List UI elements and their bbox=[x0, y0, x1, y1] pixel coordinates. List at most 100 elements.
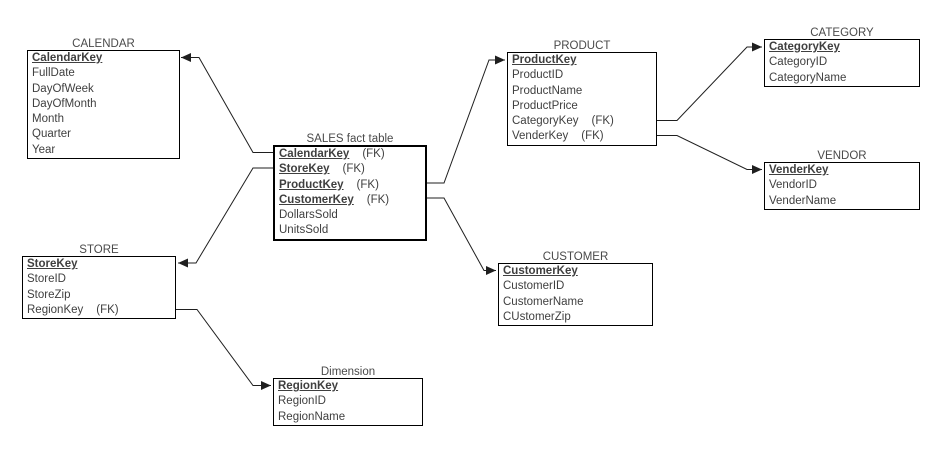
attribute-name: DollarsSold bbox=[279, 209, 338, 222]
attribute-row: StoreZip bbox=[23, 288, 175, 303]
connector-sales-calendar[interactable] bbox=[181, 53, 273, 153]
fk-label: (FK) bbox=[366, 193, 390, 206]
attribute-row: CalendarKey (FK) bbox=[275, 147, 425, 162]
attribute-name: ProductPrice bbox=[512, 99, 578, 112]
entity-region-box[interactable]: RegionKey RegionID RegionName bbox=[273, 378, 423, 426]
entity-sales-fact[interactable]: SALES fact table CalendarKey (FK) StoreKe… bbox=[273, 133, 427, 241]
attribute-row: CUstomerZip bbox=[499, 310, 652, 325]
attribute-row: StoreKey(FK) bbox=[275, 162, 425, 177]
connector-product-vendor[interactable] bbox=[657, 135, 762, 174]
attribute-row: ProductKey bbox=[508, 53, 656, 68]
attribute-row: ProductPrice bbox=[508, 99, 656, 114]
connector-sales-customer[interactable] bbox=[427, 197, 496, 275]
attribute-row: DollarsSold bbox=[275, 208, 425, 223]
entity-category[interactable]: CATEGORY CategoryKey CategoryID Category… bbox=[764, 27, 920, 87]
entity-store-box[interactable]: StoreKey StoreID StoreZip RegionKey (FK) bbox=[22, 256, 176, 320]
entity-customer-box[interactable]: CustomerKey CustomerID CustomerName CUst… bbox=[498, 263, 653, 327]
attribute-name: CalendarKey bbox=[279, 148, 350, 160]
attribute-row: CustomerKey (FK) bbox=[275, 193, 425, 208]
entity-product-box[interactable]: ProductKey ProductID ProductName Product… bbox=[507, 52, 657, 146]
connector-sales-store[interactable] bbox=[178, 167, 273, 268]
attribute-row: CustomerKey bbox=[499, 264, 652, 279]
attribute-row: UnitsSold bbox=[275, 223, 425, 238]
attribute-name: CategoryID bbox=[769, 56, 828, 69]
attribute-name: StoreID bbox=[27, 273, 66, 286]
attribute-row: CategoryName bbox=[765, 71, 919, 86]
attribute-row: ProductID bbox=[508, 68, 656, 83]
entity-calendar[interactable]: CALENDAR CalendarKey FullDate DayOfWeek … bbox=[27, 38, 180, 160]
entity-store-title: STORE bbox=[79, 244, 119, 256]
fk-label: (FK) bbox=[581, 130, 604, 143]
entity-product[interactable]: PRODUCT ProductKey ProductID ProductName… bbox=[507, 40, 657, 146]
entity-vendor[interactable]: VENDOR VenderKey VendorID VenderName bbox=[764, 150, 920, 210]
attribute-row: CategoryKey (FK) bbox=[508, 114, 656, 129]
attribute-name: CustomerName bbox=[503, 295, 584, 308]
attribute-row: Month bbox=[28, 112, 179, 127]
attribute-name: Month bbox=[32, 113, 64, 126]
attribute-name: ProductID bbox=[512, 69, 564, 82]
attribute-name: StoreKey bbox=[27, 258, 78, 270]
attribute-row: RegionID bbox=[274, 394, 422, 409]
attribute-row: RegionKey bbox=[274, 379, 422, 394]
fk-label: (FK) bbox=[342, 163, 365, 176]
entity-vendor-title: VENDOR bbox=[817, 150, 867, 162]
attribute-row: CustomerID bbox=[499, 279, 652, 294]
attribute-name: CustomerKey bbox=[279, 193, 354, 206]
attribute-row: ProductKey(FK) bbox=[275, 178, 425, 193]
attribute-row: DayOfMonth bbox=[28, 97, 179, 112]
attribute-name: CategoryKey bbox=[769, 41, 840, 53]
entity-region-dimension[interactable]: Dimension RegionKey RegionID RegionName bbox=[273, 366, 423, 426]
attribute-name: CustomerKey bbox=[503, 265, 578, 277]
attribute-name: CalendarKey bbox=[32, 52, 103, 64]
attribute-name: VenderKey bbox=[769, 164, 829, 176]
attribute-name: ProductName bbox=[512, 84, 583, 97]
attribute-row: CalendarKey bbox=[28, 51, 179, 66]
entity-sales-box[interactable]: CalendarKey (FK) StoreKey(FK) ProductKey(… bbox=[273, 145, 427, 241]
attribute-name: VendorID bbox=[769, 179, 817, 192]
connector-sales-product[interactable] bbox=[427, 55, 505, 184]
entity-vendor-box[interactable]: VenderKey VendorID VenderName bbox=[764, 162, 920, 210]
attribute-name: CategoryName bbox=[769, 71, 847, 84]
entity-store[interactable]: STORE StoreKey StoreID StoreZip RegionKe… bbox=[22, 244, 176, 320]
fk-label: (FK) bbox=[96, 303, 119, 316]
entity-product-title: PRODUCT bbox=[553, 40, 611, 52]
entity-customer-title: CUSTOMER bbox=[542, 251, 609, 263]
attribute-row: RegionName bbox=[274, 410, 422, 425]
attribute-row: ProductName bbox=[508, 84, 656, 99]
connector-product-category[interactable] bbox=[657, 42, 762, 121]
attribute-name: VenderKey bbox=[512, 130, 569, 143]
attribute-row: RegionKey (FK) bbox=[23, 303, 175, 318]
attribute-row: VenderKey bbox=[765, 163, 919, 178]
attribute-row: VenderKey (FK) bbox=[508, 129, 656, 144]
entity-calendar-box[interactable]: CalendarKey FullDate DayOfWeek DayOfMont… bbox=[27, 50, 180, 160]
attribute-row: Year bbox=[28, 143, 179, 158]
attribute-name: CUstomerZip bbox=[503, 310, 571, 323]
attribute-name: FullDate bbox=[32, 67, 75, 80]
attribute-name: Year bbox=[32, 143, 56, 156]
attribute-name: Quarter bbox=[32, 128, 71, 141]
attribute-row: CategoryID bbox=[765, 55, 919, 70]
entity-sales-title: SALES fact table bbox=[306, 133, 394, 145]
attribute-name: UnitsSold bbox=[279, 224, 329, 237]
attribute-row: Quarter bbox=[28, 127, 179, 142]
attribute-row: VendorID bbox=[765, 178, 919, 193]
fk-label: (FK) bbox=[591, 115, 614, 128]
attribute-row: StoreKey bbox=[23, 257, 175, 272]
attribute-name: CategoryKey bbox=[512, 115, 579, 128]
attribute-name: RegionKey bbox=[278, 380, 339, 392]
attribute-name: DayOfMonth bbox=[32, 97, 97, 110]
attribute-row: CustomerName bbox=[499, 295, 652, 310]
entity-region-title: Dimension bbox=[320, 366, 376, 378]
attribute-name: RegionKey bbox=[27, 303, 84, 316]
attribute-row: FullDate bbox=[28, 66, 179, 81]
attribute-row: CategoryKey bbox=[765, 40, 919, 55]
entity-customer[interactable]: CUSTOMER CustomerKey CustomerID Customer… bbox=[498, 251, 653, 327]
attribute-name: DayOfWeek bbox=[32, 82, 94, 95]
attribute-name: RegionID bbox=[278, 395, 326, 408]
attribute-row: StoreID bbox=[23, 272, 175, 287]
connector-store-region[interactable] bbox=[176, 309, 271, 390]
fk-label: (FK) bbox=[362, 148, 385, 160]
entity-category-box[interactable]: CategoryKey CategoryID CategoryName bbox=[764, 39, 920, 87]
